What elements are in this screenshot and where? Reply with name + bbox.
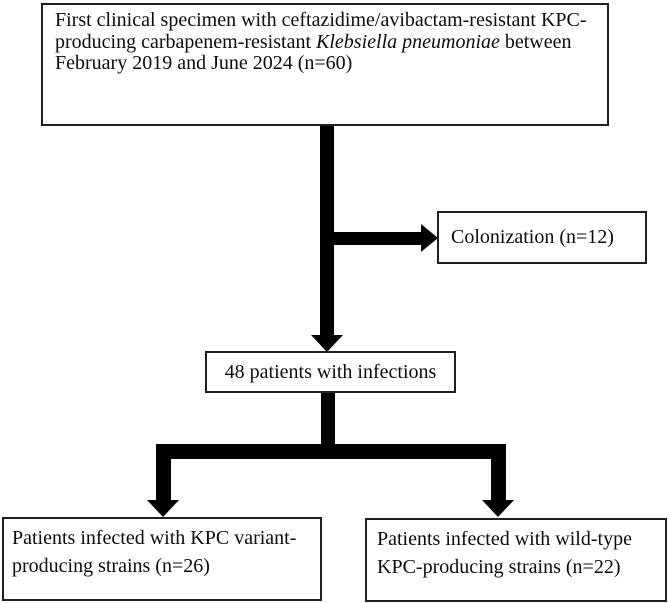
variant-box-text-line1: Patients infected with KPC variant- [12,527,297,549]
wildtype-box-text-line2: KPC-producing strains (n=22) [377,556,621,578]
connector-split-to-wildtype [491,458,506,501]
infections-label: 48 patients with infections [224,360,437,383]
top-box-text-line3: February 2019 and June 2024 (n=60) [55,52,353,74]
top-box-line2-after: between [499,30,572,53]
species-name-italic: Klebsiella pneumoniae [316,30,500,53]
arrowhead-right-colonization-icon [421,224,438,252]
box-patients-with-infections: 48 patients with infections [205,351,456,393]
connector-top-to-infections [320,126,334,337]
arrowhead-down-infections-icon [311,335,343,352]
top-box-line2-regular: producing carbapenem-resistant [55,30,317,53]
colonization-label: Colonization (n=12) [451,226,614,248]
box-colonization: Colonization (n=12) [437,211,647,264]
connector-split-to-variant [156,458,171,501]
box-kpc-variant-strains: Patients infected with KPC variant- prod… [2,517,322,601]
box-wild-type-strains: Patients infected with wild-type KPC-pro… [365,518,667,602]
connector-branch-colonization [327,232,421,245]
variant-box-text-line2: producing strains (n=26) [12,555,210,577]
top-box-text-line1: First clinical specimen with ceftazidime… [55,9,587,31]
connector-split-bar [156,444,506,459]
arrowhead-down-variant-icon [147,500,179,517]
connector-infections-to-split [321,393,335,444]
wildtype-box-text-line1: Patients infected with wild-type [377,528,632,550]
arrowhead-down-wildtype-icon [482,500,514,517]
top-box-text-line2: producing carbapenem-resistant Klebsiell… [55,30,595,54]
box-first-clinical-specimen: First clinical specimen with ceftazidime… [41,3,609,126]
